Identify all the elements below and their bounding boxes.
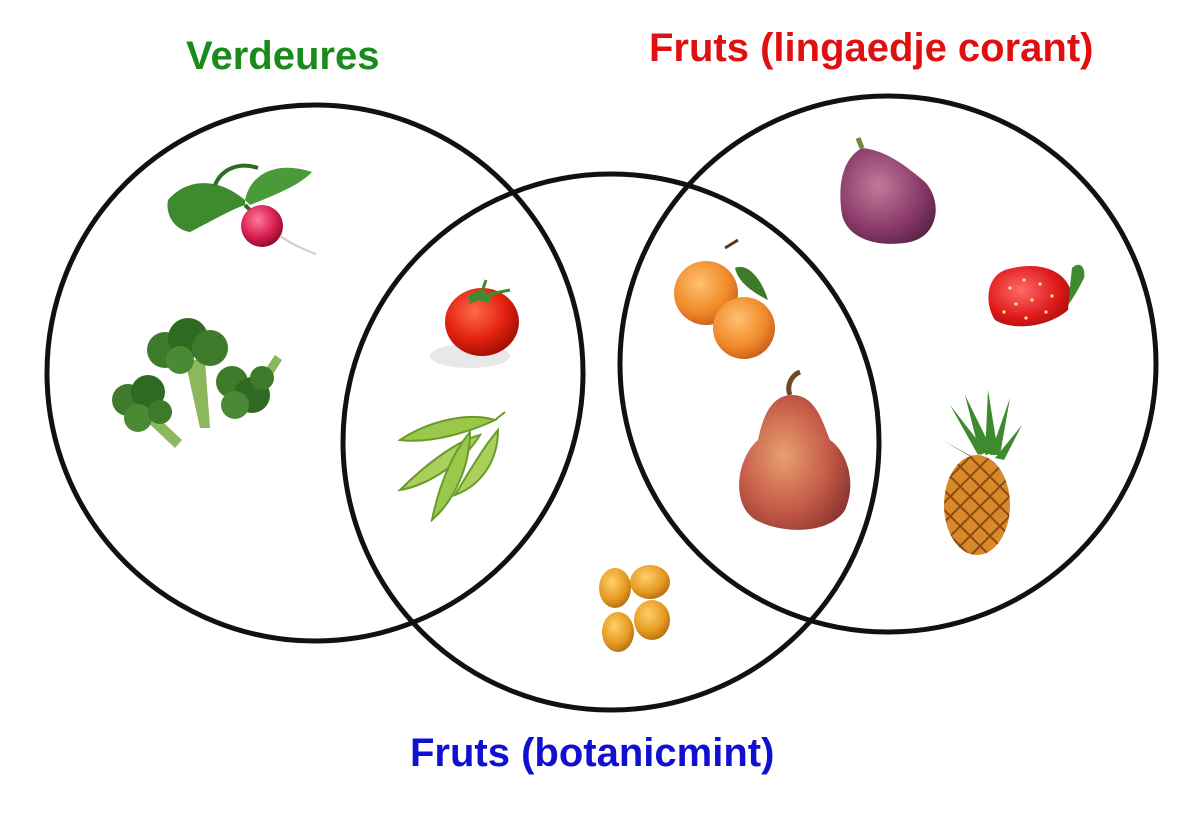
nuts-icon	[599, 565, 670, 652]
vegetables-set-circle	[44, 102, 586, 644]
culinary-fruits-set-label: Fruts (lingaedje corant)	[649, 26, 1094, 70]
vegetables-set-label: Verdeures	[186, 34, 380, 78]
pear-icon	[739, 369, 851, 530]
tomato-icon	[430, 279, 519, 368]
pineapple-icon	[942, 390, 1022, 555]
culinary-fruits-set-circle	[617, 93, 1159, 635]
pea-pods-icon	[397, 411, 506, 523]
botanical-fruits-set-label: Fruts (botanicmint)	[410, 731, 775, 775]
botanical-fruits-set-circle	[340, 171, 882, 713]
strawberry-icon	[988, 264, 1085, 327]
radish-icon	[167, 163, 317, 255]
apricots-icon	[674, 238, 775, 359]
broccoli-icon	[112, 318, 282, 448]
fig-icon	[840, 137, 936, 244]
